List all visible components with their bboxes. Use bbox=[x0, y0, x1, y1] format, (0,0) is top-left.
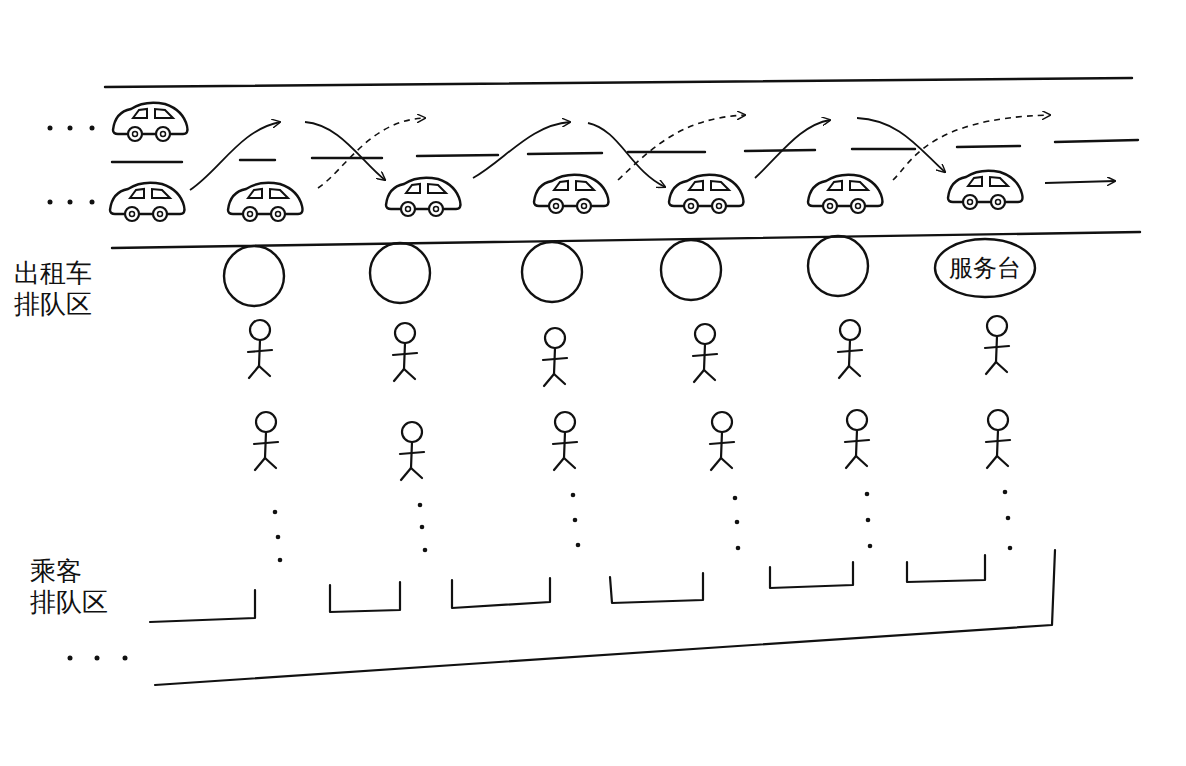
passenger-queue-label: 乘客 排队区 bbox=[30, 556, 116, 618]
taxi-queue-label: 出租车 排队区 bbox=[14, 258, 100, 320]
desk-label: 服务台 bbox=[949, 255, 1021, 281]
service-desk-circle: 服务台 bbox=[933, 237, 1037, 299]
